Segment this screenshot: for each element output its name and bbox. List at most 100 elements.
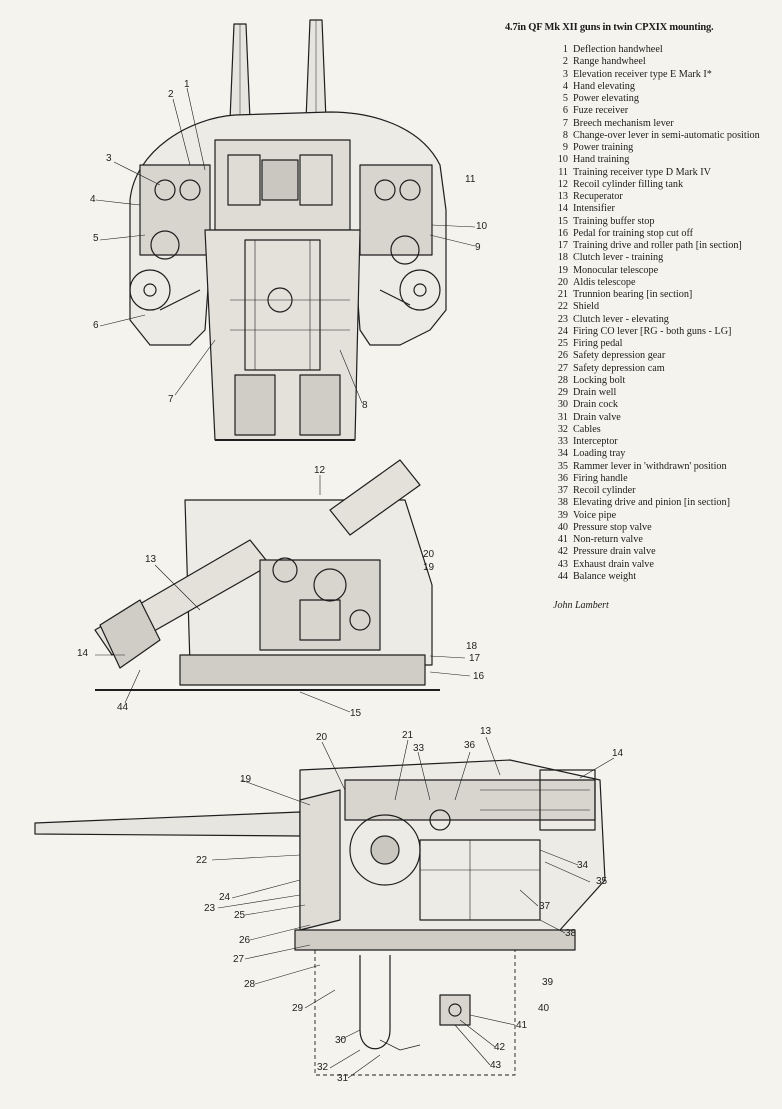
callout-section-34: 34 <box>577 860 589 871</box>
legend-number: 8 <box>562 129 568 141</box>
callout-section-20: 20 <box>316 732 328 743</box>
legend-text: Drain valve <box>573 411 621 423</box>
legend-number: 37 <box>557 485 568 496</box>
legend-number: 35 <box>557 460 568 472</box>
legend-text: Hand training <box>573 154 630 166</box>
legend-text: Trunnion bearing [in section] <box>573 289 693 300</box>
legend-item: 37 Recoil cylinder <box>550 485 780 497</box>
callout-section-24: 24 <box>219 892 231 903</box>
legend-text: Safety depression gear <box>573 350 666 362</box>
legend-number: 1 <box>562 44 568 55</box>
legend-item: 42 Pressure drain valve <box>550 546 780 558</box>
legend-number: 36 <box>557 472 568 484</box>
callout-section-14: 14 <box>612 748 624 759</box>
callout-4: 4 <box>90 194 96 205</box>
callout-13: 13 <box>145 554 157 565</box>
legend-number: 25 <box>557 338 568 349</box>
legend-number: 9 <box>562 142 568 153</box>
callout-section-38: 38 <box>565 928 577 939</box>
legend-text: Locking bolt <box>573 374 626 386</box>
legend-number: 28 <box>557 374 568 386</box>
legend-text: Clutch lever - elevating <box>573 313 669 325</box>
legend-text: Training receiver type D Mark IV <box>573 166 711 178</box>
legend-number: 17 <box>557 240 568 251</box>
legend-number: 5 <box>562 93 568 104</box>
callout-3: 3 <box>106 153 112 164</box>
callout-section-28: 28 <box>244 979 256 990</box>
callout-12: 12 <box>314 465 326 476</box>
legend-text: Training drive and roller path [in secti… <box>573 240 742 251</box>
legend-text: Balance weight <box>573 570 637 582</box>
legend-number: 7 <box>562 117 568 129</box>
legend-item: 26 Safety depression gear <box>550 350 780 362</box>
legend-number: 40 <box>557 521 568 533</box>
legend-text: Interceptor <box>573 436 618 447</box>
callout-section-21: 21 <box>402 730 414 741</box>
legend-number: 13 <box>557 191 568 202</box>
legend-number: 15 <box>557 215 568 227</box>
legend-number: 43 <box>557 558 568 570</box>
callout-section-30: 30 <box>335 1035 347 1046</box>
legend-number: 2 <box>562 56 568 68</box>
callout-1: 1 <box>184 79 190 90</box>
legend-number: 6 <box>562 105 568 117</box>
legend-text: Breech mechanism lever <box>573 117 674 129</box>
legend-number: 44 <box>557 570 568 582</box>
callout-section-37: 37 <box>539 901 551 912</box>
callout-section-35: 35 <box>596 876 608 887</box>
legend-number: 23 <box>557 313 568 325</box>
legend-item: 17 Training drive and roller path [in sec… <box>550 240 780 252</box>
legend-number: 24 <box>557 325 568 337</box>
legend-item: 7 Breech mechanism lever <box>550 118 780 130</box>
legend-text: Training buffer stop <box>573 215 655 227</box>
legend-number: 32 <box>557 423 568 435</box>
callout-section-19: 19 <box>240 774 252 785</box>
legend-item: 23 Clutch lever - elevating <box>550 314 780 326</box>
legend-text: Pedal for training stop cut off <box>573 227 694 239</box>
callout-section-29: 29 <box>292 1003 304 1014</box>
legend-number: 42 <box>557 546 568 558</box>
callout-section-26: 26 <box>239 935 251 946</box>
legend-number: 4 <box>562 80 568 92</box>
legend-text: Loading tray <box>573 448 626 460</box>
legend-text: Hand elevating <box>573 80 635 92</box>
callout-section-23: 23 <box>204 903 216 914</box>
callout-section-39: 39 <box>542 977 554 988</box>
callout-7: 7 <box>168 394 174 405</box>
legend-text: Shield <box>573 301 600 313</box>
legend-number: 19 <box>557 264 568 276</box>
legend-number: 39 <box>557 509 568 521</box>
legend-number: 16 <box>557 227 568 239</box>
artist-signature: John Lambert <box>553 600 609 611</box>
legend-item: 28 Locking bolt <box>550 375 780 387</box>
legend-number: 26 <box>557 350 568 362</box>
callout-15: 15 <box>350 708 362 719</box>
legend-text: Recoil cylinder <box>573 485 636 496</box>
legend-text: Exhaust drain valve <box>573 558 654 570</box>
callout-19: 19 <box>423 562 435 573</box>
callout-section-43: 43 <box>490 1060 502 1071</box>
legend-text: Pressure drain valve <box>573 546 656 558</box>
sectional-view-drawing <box>34 736 615 1079</box>
